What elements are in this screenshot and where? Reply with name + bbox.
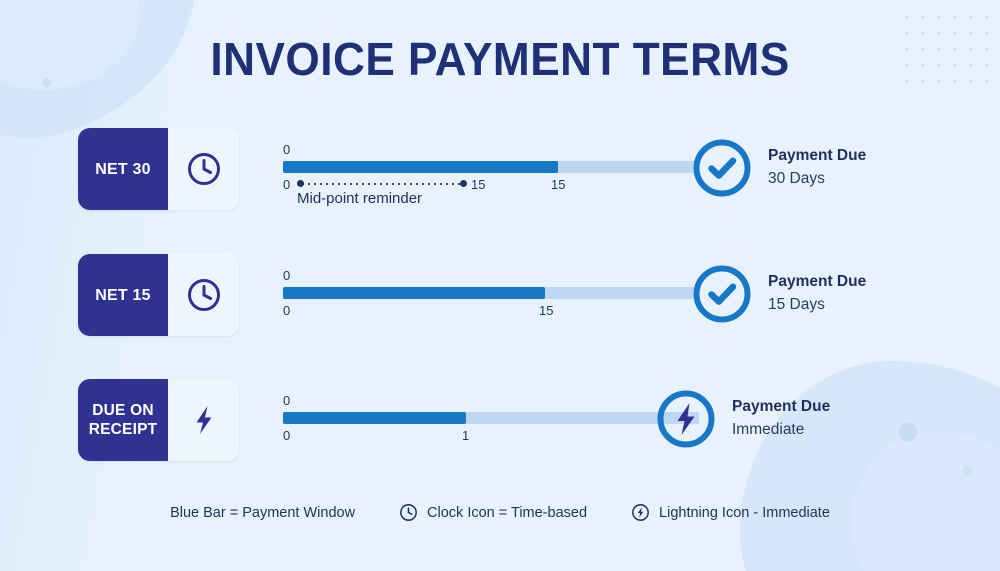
term-badge-net-30[interactable]: NET 30 (78, 128, 239, 210)
legend-item-label: Blue Bar = Payment Window (170, 504, 356, 521)
bar-top-label: 0 (283, 268, 291, 283)
midpoint-dotted-line (300, 183, 463, 185)
clock-icon (400, 504, 418, 521)
result-title: Payment Due (768, 147, 867, 164)
bar-end-label: 15 (539, 303, 554, 318)
payment-window-bar-due-on-receipt: 0 0 1 (283, 379, 703, 471)
result-subtitle: Immediate (732, 421, 805, 438)
lightning-circle-icon (632, 504, 649, 521)
page-title: INVOICE PAYMENT TERMS (210, 33, 790, 85)
term-badge-icon-area (168, 379, 239, 461)
term-badge-net-15[interactable]: NET 15 (78, 254, 239, 336)
bar-top-label: 0 (283, 142, 291, 157)
midpoint-dot-start (297, 180, 304, 187)
clock-icon (187, 153, 220, 185)
bar-end-label: 15 (551, 177, 566, 192)
bar-top-label: 0 (283, 393, 291, 408)
check-circle-icon (692, 138, 752, 198)
payment-window-bar-net-15: 0 0 15 (283, 254, 703, 346)
bar-start-label: 0 (283, 177, 291, 192)
lightning-icon (196, 406, 211, 434)
bar-fill (283, 412, 467, 424)
term-badge-label-area: NET 15 (78, 254, 168, 336)
term-badge-label: DUE ON RECEIPT (88, 402, 158, 438)
result-subtitle: 15 Days (768, 296, 825, 313)
term-row-net-15: NET 15 0 0 15 (0, 254, 1000, 346)
result-text-block: Payment Due Immediate (732, 396, 830, 442)
legend-item-label: Clock Icon = Time-based (427, 504, 588, 521)
term-badge-due-on-receipt[interactable]: DUE ON RECEIPT (78, 379, 239, 461)
midpoint-caption: Mid-point reminder (297, 190, 423, 207)
result-title: Payment Due (732, 398, 831, 415)
result-net-15: Payment Due 15 Days (692, 264, 866, 324)
term-badge-label: NET 15 (95, 286, 151, 304)
bar-fill (283, 287, 546, 299)
result-net-30: Payment Due 30 Days (692, 138, 866, 198)
legend-item-label: Lightning Icon - Immediate (659, 504, 830, 521)
legend-item-blue-bar: Blue Bar = Payment Window (170, 505, 355, 521)
term-badge-label-area: DUE ON RECEIPT (78, 379, 168, 461)
bar-end-label: 1 (462, 428, 470, 443)
term-badge-icon-area (168, 254, 239, 336)
bar-track (283, 412, 699, 424)
clock-icon (187, 279, 220, 311)
result-due-on-receipt: Payment Due Immediate (656, 389, 830, 449)
lightning-circle-icon (656, 389, 716, 449)
legend: Blue Bar = Payment Window Clock Icon = T… (0, 503, 1000, 522)
term-badge-label: NET 30 (95, 160, 151, 178)
bar-start-label: 0 (283, 428, 291, 443)
term-badge-label-area: NET 30 (78, 128, 168, 210)
legend-item-lightning: Lightning Icon - Immediate (631, 503, 830, 522)
midpoint-dot-end (460, 180, 467, 187)
bar-fill (283, 161, 558, 173)
result-text-block: Payment Due 15 Days (768, 271, 866, 317)
result-title: Payment Due (768, 273, 867, 290)
term-badge-icon-area (168, 128, 239, 210)
result-text-block: Payment Due 30 Days (768, 145, 866, 191)
term-row-due-on-receipt: DUE ON RECEIPT 0 0 1 (0, 379, 1000, 471)
payment-window-bar-net-30: 0 0 15 15 Mid-point reminder (283, 128, 703, 220)
midpoint-end-label: 15 (471, 177, 486, 192)
check-circle-icon (692, 264, 752, 324)
result-subtitle: 30 Days (768, 170, 825, 187)
legend-item-clock: Clock Icon = Time-based (399, 503, 587, 522)
bar-track (283, 161, 699, 173)
term-row-net-30: NET 30 0 0 15 15 Mid-point reminder (0, 128, 1000, 220)
bar-track (283, 287, 699, 299)
bar-start-label: 0 (283, 303, 291, 318)
